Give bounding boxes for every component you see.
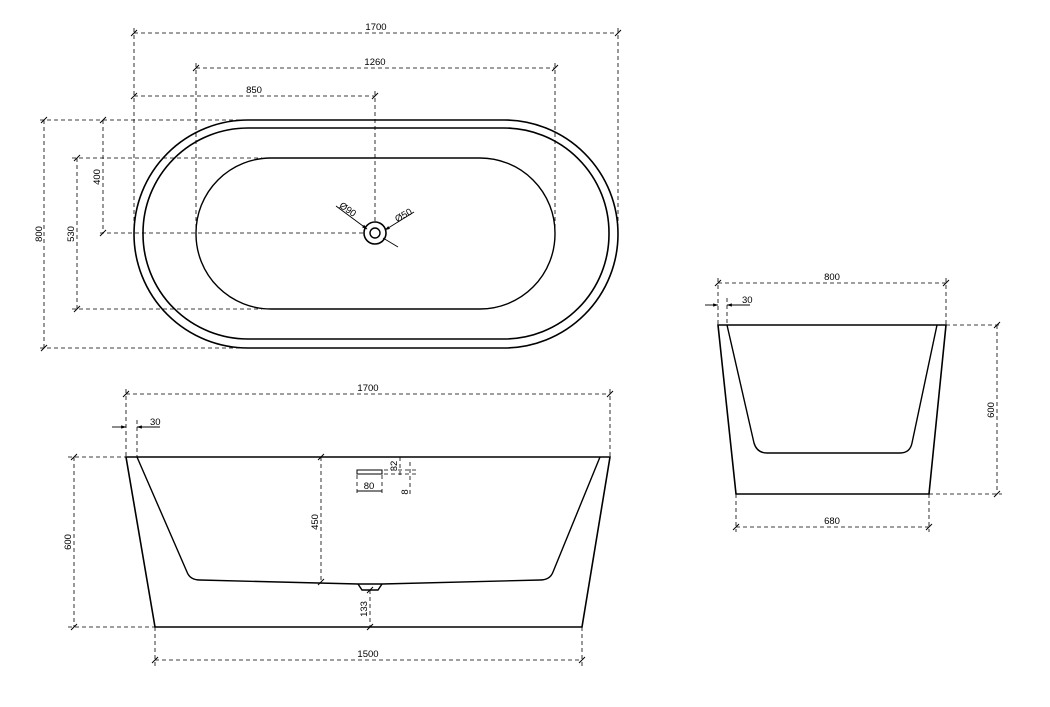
dimension-tick <box>993 490 1001 498</box>
dim-label-top-width: 800 <box>34 226 45 242</box>
dimension-tick <box>371 92 379 100</box>
dimension-tick <box>925 523 933 531</box>
dimension-tick <box>578 656 586 664</box>
dim-label-side-width: 800 <box>824 272 840 283</box>
dimension-tick <box>40 116 48 124</box>
dim-label-side-height: 600 <box>986 402 997 418</box>
front-view: 1700 30 600 450 133 80 32 8 1500 <box>63 383 611 666</box>
top-view-inner-basin <box>195 157 556 310</box>
dimension-ticks <box>40 29 1001 664</box>
dimension-tick <box>942 279 950 287</box>
dimension-tick <box>192 64 200 72</box>
dimension-tick <box>99 116 107 124</box>
overflow-slot <box>356 469 383 475</box>
dimension-tick <box>73 154 81 162</box>
dimension-tick <box>73 305 81 313</box>
drain-outer-circle <box>363 221 387 245</box>
dimension-tick <box>317 578 325 586</box>
dimension-tick <box>366 623 374 631</box>
dim-label-overflow-length: 80 <box>364 481 375 492</box>
dimension-tick <box>606 390 614 398</box>
side-view-inner-basin <box>726 324 938 454</box>
dimension-tick <box>99 229 107 237</box>
dim-label-overflow-thickness: 8 <box>400 489 411 494</box>
dimension-tick <box>70 453 78 461</box>
front-view-inner-basin <box>136 456 601 585</box>
dimension-tick <box>993 321 1001 329</box>
leader-drain-inner <box>384 211 415 231</box>
dimension-tick <box>130 29 138 37</box>
dimension-tick <box>151 656 159 664</box>
dim-label-top-length: 1700 <box>365 22 386 33</box>
dimension-tick <box>551 64 559 72</box>
dim-label-half-width: 400 <box>92 169 103 185</box>
dim-label-drain-outer: Ø90 <box>337 200 358 219</box>
top-view-outer-outline <box>133 119 619 349</box>
dim-label-front-height: 600 <box>63 534 74 550</box>
top-view: 1700 1260 850 800 530 400 Ø90 Ø50 <box>34 22 619 349</box>
dim-label-inner-width: 530 <box>66 226 77 242</box>
dimension-tick <box>317 453 325 461</box>
dim-label-front-rim: 30 <box>150 417 161 428</box>
dimension-tick <box>714 279 722 287</box>
dim-label-inner-length: 1260 <box>364 57 385 68</box>
dimension-tick <box>122 390 130 398</box>
side-view-outer-outline <box>717 324 947 495</box>
dim-label-drain-height: 133 <box>359 601 370 617</box>
dimension-tick <box>130 92 138 100</box>
dimension-tick <box>70 623 78 631</box>
dimension-tick <box>366 586 374 594</box>
side-view: 800 30 600 680 <box>705 272 1002 532</box>
dim-label-inner-depth: 450 <box>310 514 321 530</box>
dim-label-side-base: 680 <box>824 516 840 527</box>
dimension-tick <box>732 523 740 531</box>
dim-label-side-rim: 30 <box>742 295 753 306</box>
front-view-drain <box>357 583 383 591</box>
leader-drain-outer <box>335 205 368 230</box>
dim-label-front-length: 1700 <box>357 383 378 394</box>
leader-drain-inner-tail <box>382 237 399 248</box>
dimension-tick <box>614 29 622 37</box>
drain-inner-circle <box>369 227 381 239</box>
top-view-rim-outline <box>142 127 610 340</box>
dimension-tick <box>40 344 48 352</box>
dim-label-drain-inner: Ø50 <box>393 207 414 226</box>
dim-label-drain-offset: 850 <box>246 85 262 96</box>
dim-label-overflow-top: 32 <box>389 461 400 472</box>
dim-label-front-base: 1500 <box>357 649 378 660</box>
